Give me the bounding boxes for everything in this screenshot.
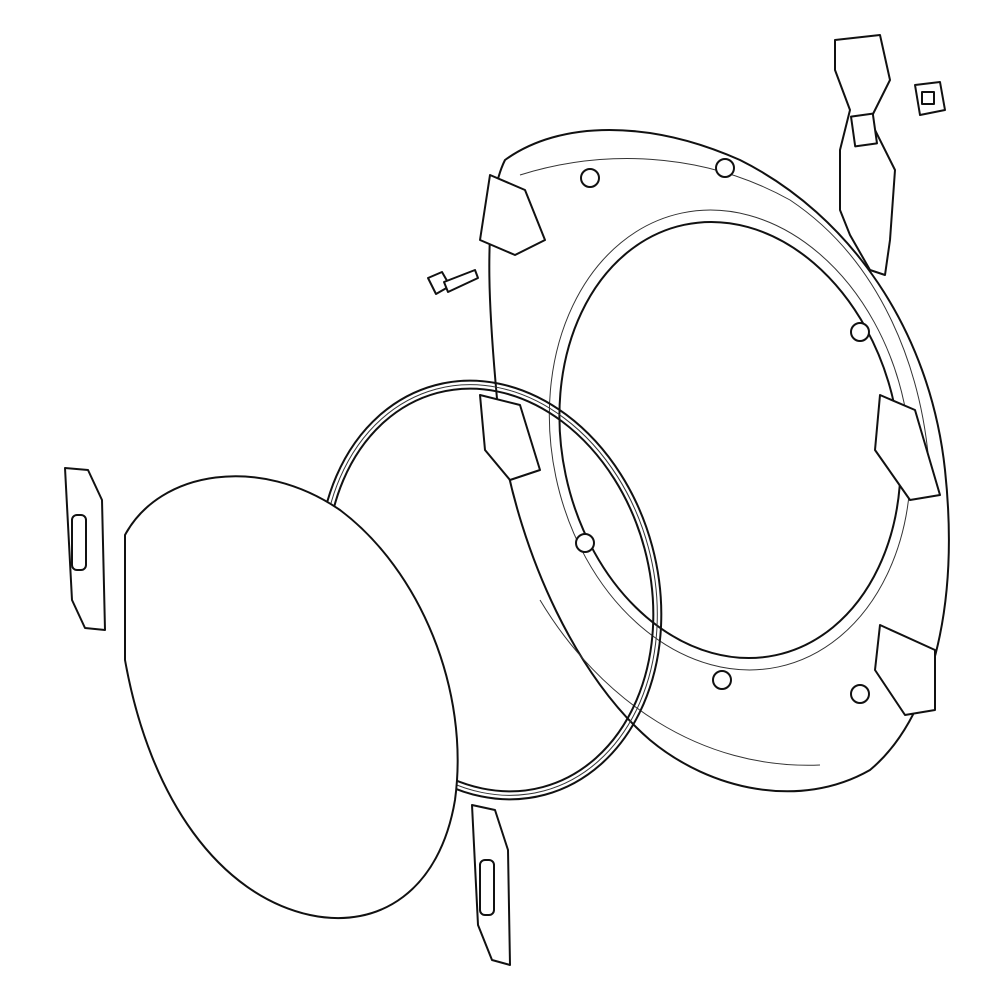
door-hinge-bottom xyxy=(471,804,511,966)
screw xyxy=(427,269,479,295)
door-hinge-left xyxy=(64,467,106,631)
hinge-clip xyxy=(914,81,946,116)
hinge-bracket xyxy=(834,34,896,276)
door-glass xyxy=(124,475,459,920)
frame-hinge-tabs xyxy=(479,174,941,716)
frame-screw-holes xyxy=(575,158,870,704)
